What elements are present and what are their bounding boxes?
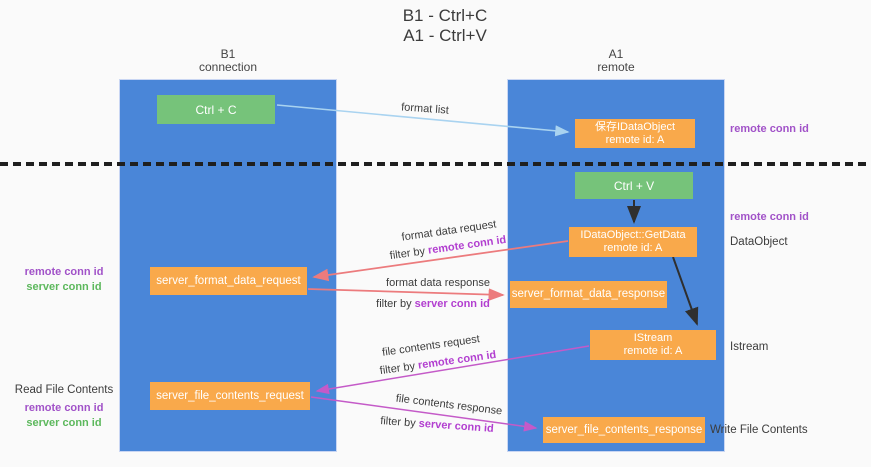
- file-contents-response-label: file contents response: [395, 392, 503, 418]
- node-server-file-contents-response: server_file_contents_response: [543, 417, 705, 443]
- node-server-format-data-request-label: server_format_data_request: [156, 274, 301, 287]
- annotation-dataobject: DataObject: [730, 236, 788, 248]
- node-idataobject-getdata: IDataObject::GetData remote id: A: [569, 227, 697, 257]
- node-server-file-contents-response-label: server_file_contents_response: [545, 423, 703, 436]
- diagram-title: B1 - Ctrl+C A1 - Ctrl+V: [300, 6, 590, 46]
- title-line-paste: A1 - Ctrl+V: [403, 26, 487, 45]
- node-server-file-contents-request-label: server_file_contents_request: [156, 389, 304, 402]
- filter-prefix: filter by: [376, 298, 415, 310]
- lane-b1-role: connection: [198, 60, 258, 74]
- annotation-left-remote-conn-id-bottom: remote conn id: [24, 402, 104, 414]
- lane-b1-name: B1: [220, 47, 236, 61]
- file-contents-response-filter-label: filter by server conn id: [380, 415, 494, 435]
- annotation-left-server-conn-id-mid: server conn id: [26, 281, 102, 293]
- node-save-idataobject-line1: 保存IDataObject: [594, 120, 676, 133]
- node-server-format-data-request: server_format_data_request: [150, 267, 307, 295]
- filter-prefix: filter by: [389, 244, 429, 263]
- format-data-response-label: format data response: [386, 277, 490, 289]
- annotation-write-file-contents: Write File Contents: [710, 424, 808, 436]
- annotation-left-remote-conn-id-mid: remote conn id: [24, 266, 104, 278]
- node-save-idataobject: 保存IDataObject remote id: A: [575, 119, 695, 148]
- annotation-left-server-conn-id-bottom: server conn id: [26, 417, 102, 429]
- lane-header-b1: B1 connection: [168, 48, 288, 74]
- node-ctrl-v: Ctrl + V: [575, 172, 693, 199]
- node-idataobject-getdata-line2: remote id: A: [603, 242, 663, 254]
- node-server-format-data-response-label: server_format_data_response: [511, 288, 666, 300]
- node-ctrl-c: Ctrl + C: [157, 95, 275, 124]
- annotation-conn-ids-mid: remote conn id server conn id: [8, 265, 120, 295]
- annotation-remote-conn-id-top: remote conn id: [730, 123, 809, 135]
- node-ctrl-v-label: Ctrl + V: [613, 178, 655, 193]
- node-istream: IStream remote id: A: [590, 330, 716, 360]
- format-data-response-filter-label: filter by server conn id: [376, 298, 490, 310]
- lane-header-a1: A1 remote: [556, 48, 676, 74]
- format-data-response-arrow: [307, 288, 505, 301]
- session-divider-dashed-line: [0, 162, 871, 166]
- filter-key-server-conn-id: server conn id: [418, 417, 495, 435]
- annotation-istream: Istream: [730, 341, 769, 353]
- node-idataobject-getdata-line1: IDataObject::GetData: [580, 229, 686, 241]
- node-server-file-contents-request: server_file_contents_request: [150, 382, 310, 410]
- node-ctrl-c-label: Ctrl + C: [195, 102, 237, 117]
- node-save-idataobject-line2: remote id: A: [605, 133, 665, 146]
- annotation-conn-ids-bottom: remote conn id server conn id: [8, 401, 120, 431]
- filter-prefix: filter by: [379, 415, 420, 430]
- node-istream-line2: remote id: A: [623, 345, 683, 357]
- lane-a1-role: remote: [597, 60, 635, 74]
- title-line-copy: B1 - Ctrl+C: [402, 6, 488, 25]
- lane-a1-name: A1: [608, 47, 624, 61]
- node-server-format-data-response: server_format_data_response: [510, 281, 667, 308]
- annotation-read-file-contents: Read File Contents: [14, 384, 114, 396]
- filter-key-server-conn-id: server conn id: [414, 298, 490, 310]
- annotation-remote-conn-id-mid: remote conn id: [730, 211, 809, 223]
- format-list-label: format list: [400, 101, 450, 117]
- filter-prefix: filter by: [379, 359, 419, 378]
- node-istream-line1: IStream: [633, 332, 673, 344]
